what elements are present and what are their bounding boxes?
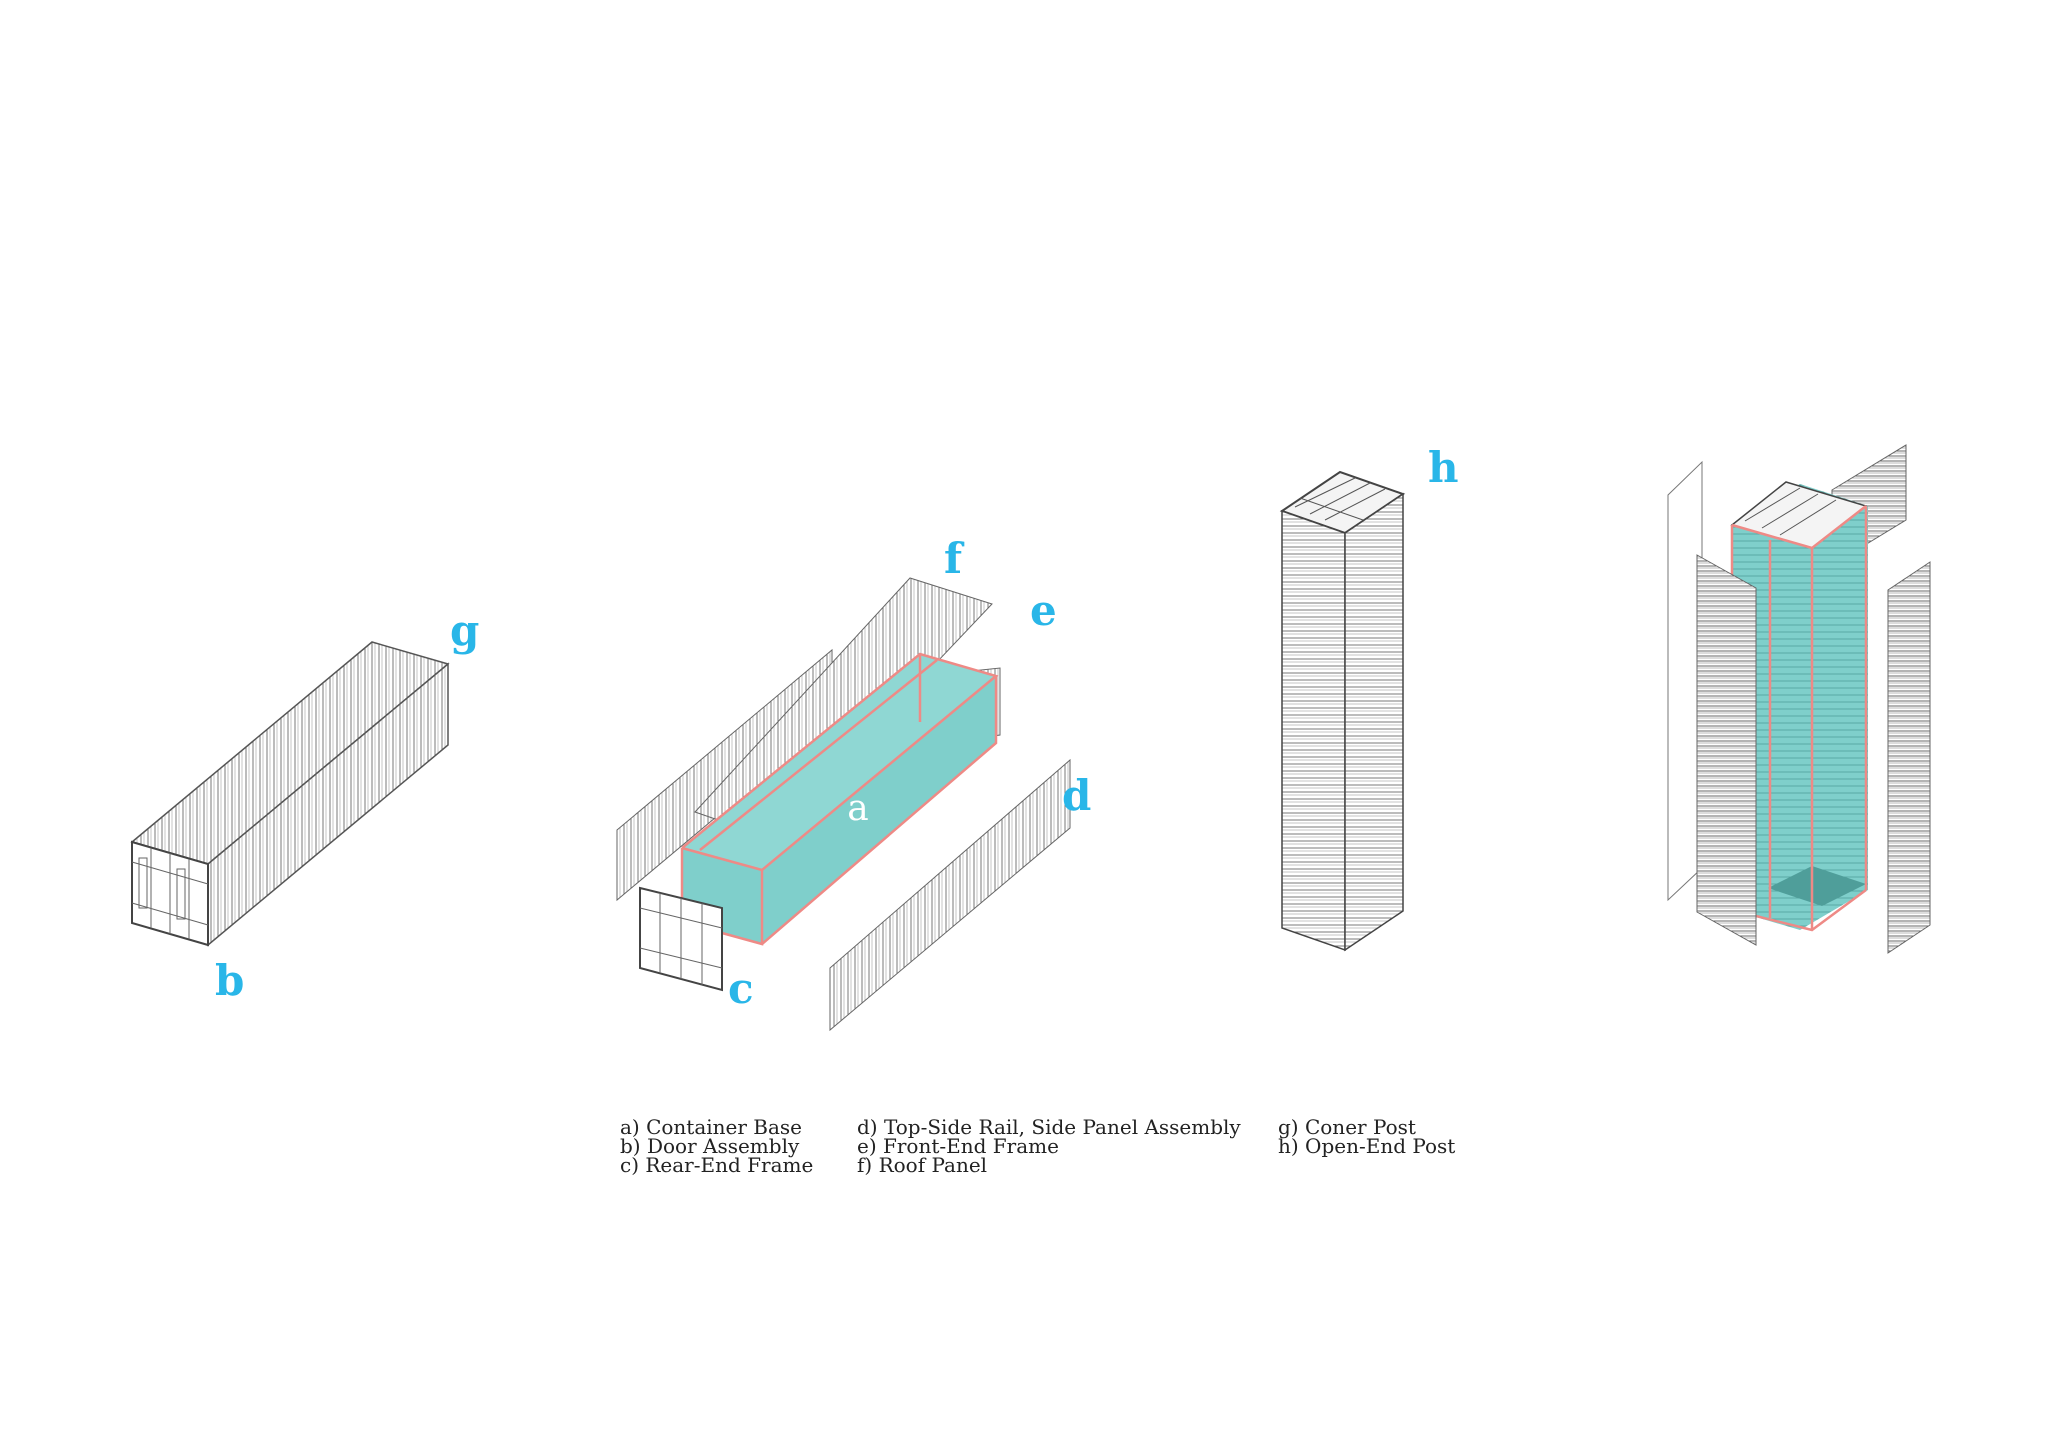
label-f: f [944,534,963,583]
legend-item: g) Coner Post [1278,1115,1416,1139]
label-c: c [728,964,754,1013]
container-base-top [682,654,996,870]
door-assembly-detail [639,893,723,985]
label-h: h [1428,443,1459,492]
container3-top-detail [1294,477,1386,521]
legend-item: e) Front-End Frame [857,1134,1059,1158]
container1-door-detail [131,848,209,939]
label-a: a [847,788,868,829]
vertical-core-top-detail [1744,487,1837,536]
container-vertical [1279,470,1406,952]
right-side-panel [1887,561,1931,954]
container-exploded [616,577,1071,1032]
legend-item: b) Door Assembly [620,1134,800,1158]
legend-column-2: d) Top-Side Rail, Side Panel Assembly e)… [857,1115,1241,1177]
legend-item: a) Container Base [620,1115,803,1139]
label-g: g [450,606,480,655]
label-e: e [1030,586,1057,635]
container3-front [1281,509,1346,952]
container-vertical-exploded [1667,444,1931,954]
vertical-core-bottom [1768,866,1866,906]
container-assembled [130,641,450,947]
vertical-core-fill [1732,484,1868,930]
legend-column-3: g) Coner Post h) Open-End Post [1278,1115,1456,1158]
legend-item: d) Top-Side Rail, Side Panel Assembly [857,1115,1241,1139]
legend-column-1: a) Container Base b) Door Assembly c) Re… [620,1115,814,1177]
container3-side [1344,492,1404,952]
side-panel-front [829,758,1071,1032]
legend-item: c) Rear-End Frame [620,1153,814,1177]
label-d: d [1062,771,1092,820]
legend-item: f) Roof Panel [857,1153,988,1177]
legend-item: h) Open-End Post [1278,1134,1456,1158]
front-side-panel [1696,554,1757,946]
label-b: b [215,956,245,1005]
